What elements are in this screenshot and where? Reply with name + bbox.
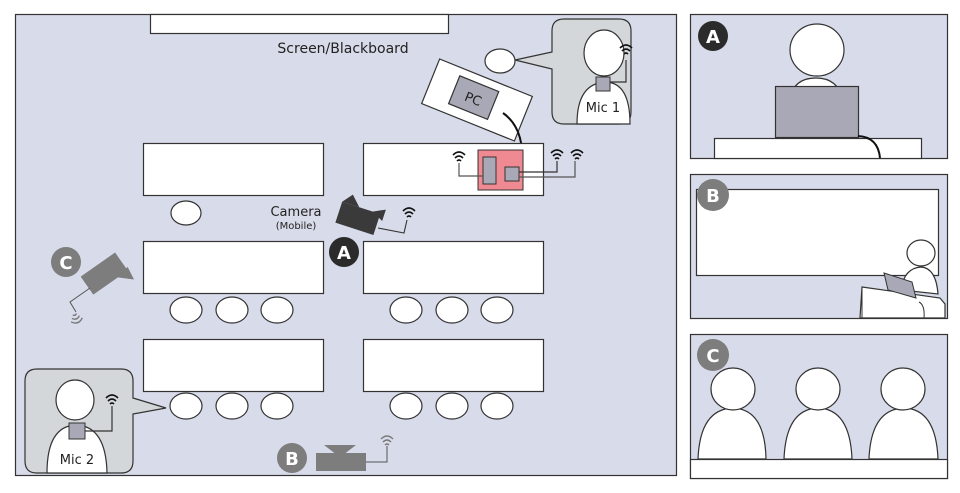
view-a-lecturer-head bbox=[789, 23, 845, 77]
badge-b-label: B bbox=[285, 449, 299, 470]
desk-row1-left bbox=[142, 142, 325, 197]
seat bbox=[435, 392, 469, 420]
mic1-device bbox=[595, 76, 611, 92]
view-a-laptop bbox=[774, 85, 860, 139]
screen-label: Screen/Blackboard bbox=[277, 41, 408, 57]
seat bbox=[215, 296, 249, 324]
mic2-callout: Mic 2 bbox=[24, 368, 167, 474]
seat bbox=[260, 296, 294, 324]
mic1-person-head bbox=[583, 29, 625, 77]
view-b-screen bbox=[695, 188, 940, 277]
badge-c-marker bbox=[51, 247, 81, 277]
receiver-unit-2 bbox=[504, 166, 520, 182]
view-b-badge bbox=[697, 179, 729, 211]
seat bbox=[480, 392, 514, 420]
view-c-badge bbox=[697, 339, 729, 371]
receiver-unit-1 bbox=[482, 156, 497, 185]
view-b-laptop bbox=[883, 272, 917, 299]
mic1-callout: Mic 1 bbox=[514, 18, 633, 125]
seats-row2 bbox=[169, 296, 514, 324]
desk-row2-left bbox=[142, 240, 325, 295]
seat bbox=[260, 392, 294, 420]
view-c-student-head bbox=[795, 367, 841, 411]
view-a-badge-label: A bbox=[706, 27, 720, 48]
camera-label: Camera bbox=[270, 205, 321, 220]
desk-row2-right bbox=[362, 240, 545, 295]
view-a-desk bbox=[713, 137, 923, 160]
seat bbox=[169, 296, 203, 324]
seat bbox=[389, 296, 423, 324]
seat bbox=[480, 296, 514, 324]
seat bbox=[215, 392, 249, 420]
pc-label: PC bbox=[462, 90, 483, 110]
desk-row3-left bbox=[142, 338, 325, 393]
mic2-device bbox=[68, 422, 86, 440]
seat bbox=[169, 392, 203, 420]
camera-sublabel: (Mobile) bbox=[276, 221, 317, 232]
badge-b-marker bbox=[277, 443, 307, 473]
rear-camera: B bbox=[277, 435, 394, 473]
seats-row3 bbox=[169, 392, 514, 420]
receiver-hub bbox=[452, 149, 584, 191]
mobile-camera: Camera (Mobile) bbox=[270, 194, 416, 235]
view-a-badge bbox=[698, 21, 728, 51]
view-b-badge-label: B bbox=[706, 186, 720, 207]
view-c-student-head bbox=[710, 367, 756, 411]
side-camera: C bbox=[51, 247, 135, 326]
pc bbox=[447, 75, 500, 121]
desk-row3-right bbox=[362, 338, 545, 393]
screen-blackboard bbox=[149, 13, 450, 35]
view-c-badge-label: C bbox=[706, 346, 719, 367]
view-b-panel: B bbox=[689, 173, 949, 320]
mic2-label: Mic 2 bbox=[60, 453, 94, 468]
view-c-panel: C bbox=[689, 333, 949, 480]
view-a-panel: A bbox=[689, 13, 949, 160]
badge-a-marker bbox=[329, 237, 359, 267]
mic2-person-head bbox=[55, 379, 95, 421]
seat bbox=[435, 296, 469, 324]
lecturer-head bbox=[484, 48, 516, 74]
view-a-cable bbox=[857, 135, 881, 159]
seat bbox=[170, 200, 202, 226]
seat bbox=[389, 392, 423, 420]
badge-c-label: C bbox=[59, 253, 72, 274]
badge-a-label: A bbox=[337, 243, 351, 264]
view-c-desk bbox=[689, 458, 949, 480]
lecturer-desk: PC bbox=[420, 58, 534, 142]
view-b-lecturer-head bbox=[906, 239, 936, 267]
mic1-label: Mic 1 bbox=[586, 101, 620, 116]
view-c-student-head bbox=[880, 367, 926, 411]
